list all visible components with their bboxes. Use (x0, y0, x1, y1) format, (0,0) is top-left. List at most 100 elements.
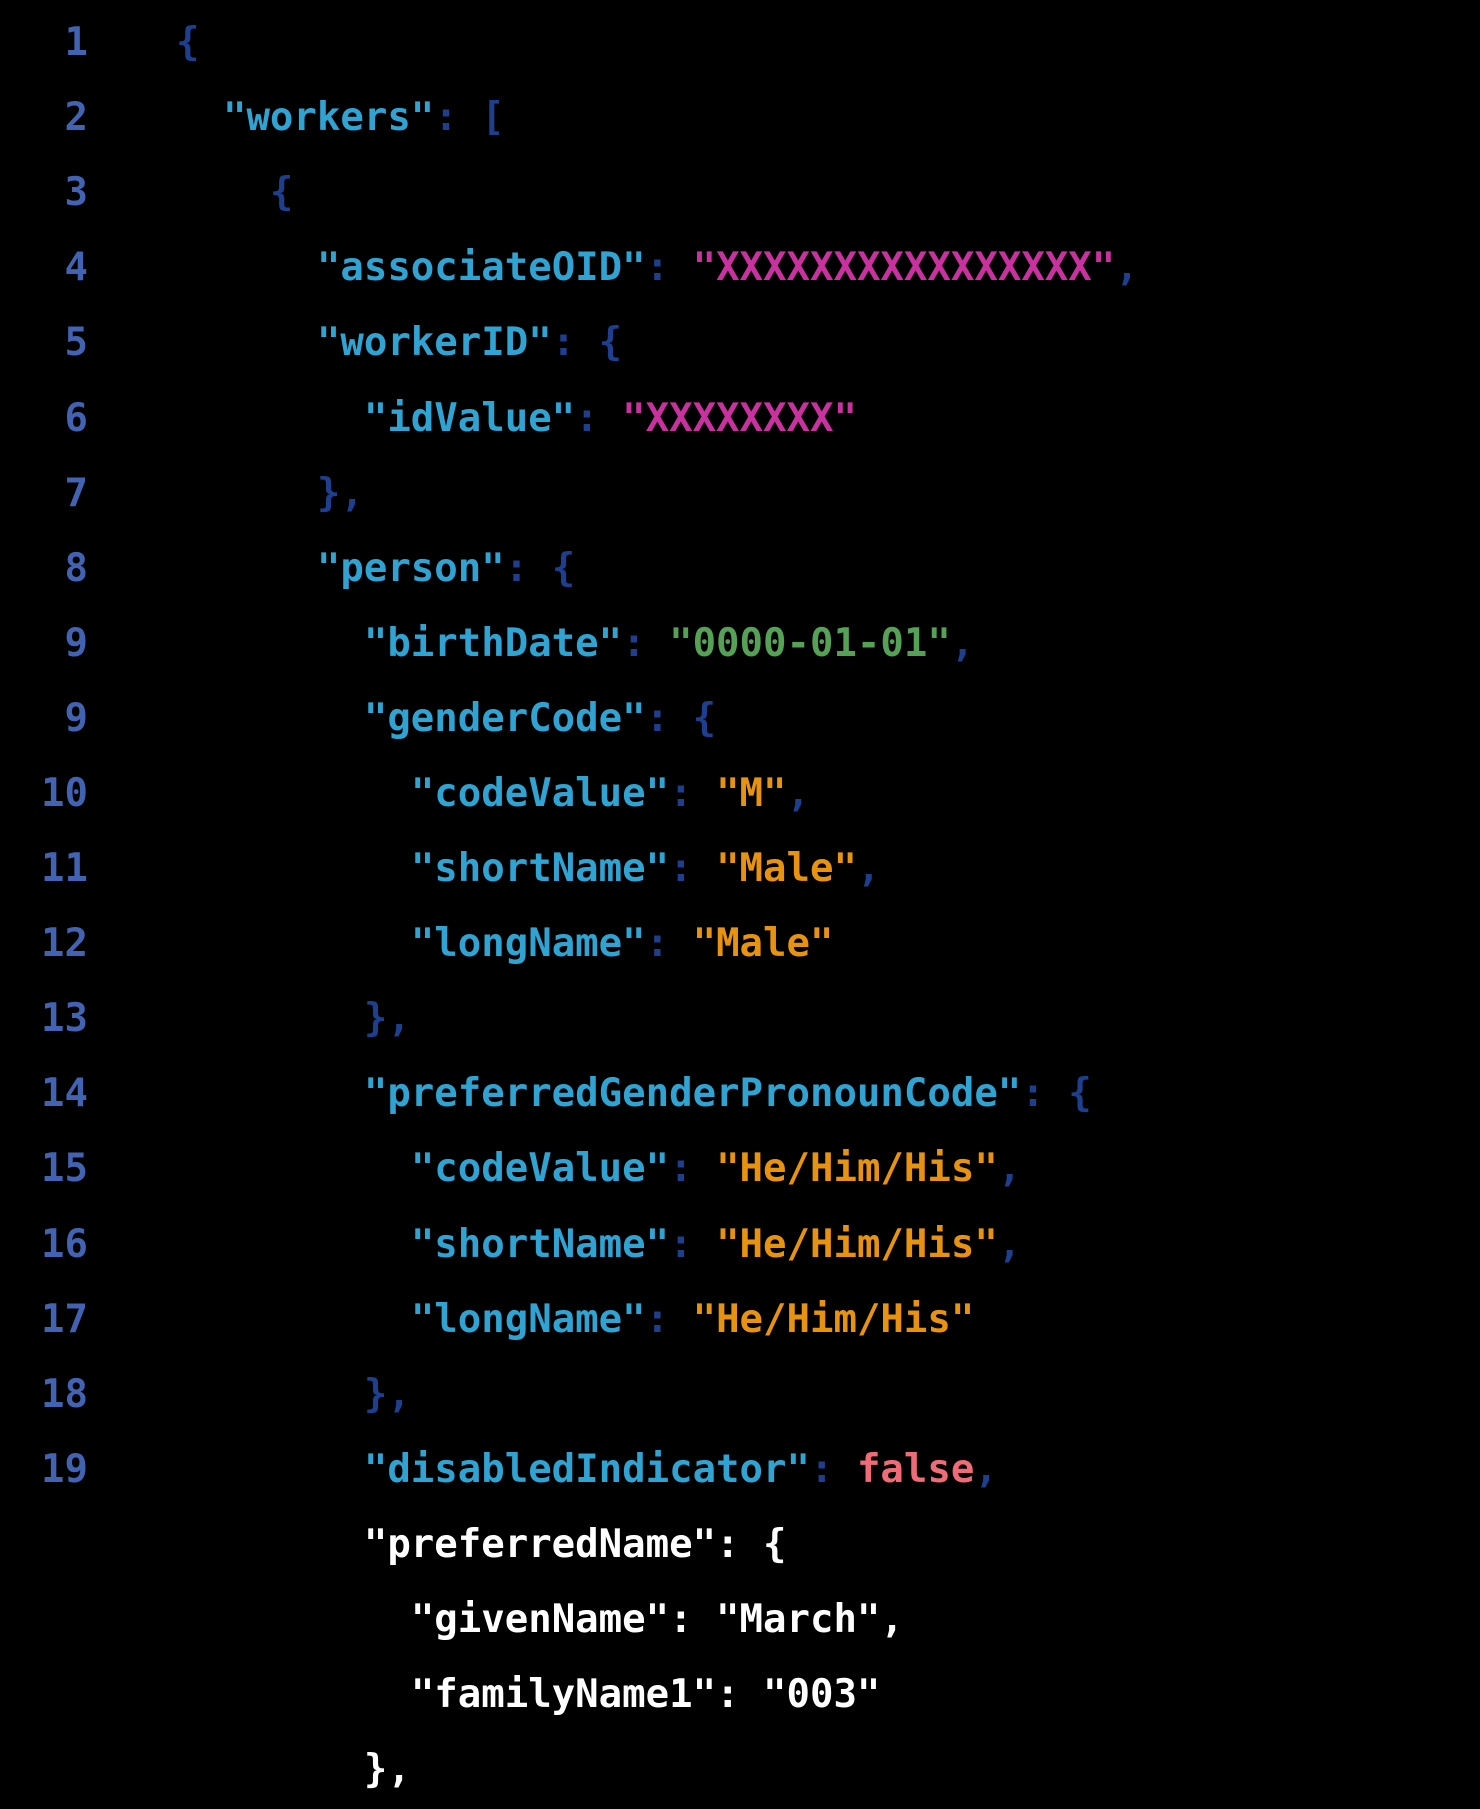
code-line-content: "shortName": "He/Him/His", (176, 1221, 1022, 1267)
code-line-content: "preferredName": { (176, 1522, 787, 1567)
indent (176, 1447, 364, 1492)
line-number: 7 (64, 470, 88, 516)
token-punc: : (575, 395, 623, 441)
token-orange: "He/Him/His" (692, 1296, 975, 1342)
code-line[interactable]: 11 "shortName": "Male", (0, 831, 1480, 906)
token-key: "shortName" (410, 846, 670, 892)
indent (176, 396, 364, 441)
line-number: 16 (41, 1221, 88, 1267)
token-punc: : [ (434, 95, 505, 141)
code-line[interactable]: 16 "shortName": "He/Him/His", (0, 1207, 1480, 1282)
code-line-content: { (176, 170, 293, 215)
code-area: 1{2 "workers": [3 {4 "associateOID": "XX… (0, 5, 1480, 1807)
code-line-content: "disabledIndicator": false, (176, 1447, 998, 1492)
code-line[interactable]: 19 "disabledIndicator": false, (0, 1432, 1480, 1507)
code-line-content: "workerID": { (176, 320, 622, 365)
code-line[interactable]: "familyName1": "003" (0, 1657, 1480, 1732)
token-key: "associateOID" (316, 245, 646, 291)
code-line[interactable]: 1{ (0, 5, 1480, 80)
token-plain: "givenName": "March", (410, 1597, 904, 1643)
line-number: 1 (64, 20, 88, 66)
line-number: 13 (41, 996, 88, 1042)
token-key: "longName" (410, 921, 646, 967)
line-number: 9 (64, 695, 88, 741)
token-green: "0000-01-01" (669, 620, 951, 666)
token-plain: "familyName1": "003" (410, 1672, 881, 1718)
indent (176, 771, 411, 816)
indent (176, 1672, 411, 1717)
code-line[interactable]: 9 "birthDate": "0000-01-01", (0, 606, 1480, 681)
code-line[interactable]: 18 }, (0, 1357, 1480, 1432)
line-number: 10 (41, 770, 88, 816)
token-punc: : (645, 245, 693, 291)
indent (176, 846, 411, 891)
token-punc: : (669, 846, 717, 892)
indent (176, 546, 317, 591)
token-key: "codeValue" (410, 1146, 670, 1192)
token-punc: }, (363, 996, 411, 1042)
code-line[interactable]: }, (0, 1732, 1480, 1807)
line-number: 19 (41, 1446, 88, 1492)
token-punc: , (974, 1446, 998, 1492)
code-line[interactable]: 10 "codeValue": "M", (0, 756, 1480, 831)
code-line[interactable]: 6 "idValue": "XXXXXXXX" (0, 380, 1480, 455)
code-line[interactable]: 4 "associateOID": "XXXXXXXXXXXXXXXX", (0, 230, 1480, 305)
code-line[interactable]: 14 "preferredGenderPronounCode": { (0, 1056, 1480, 1131)
indent (176, 471, 317, 516)
line-number: 18 (41, 1371, 88, 1417)
code-line[interactable]: 5 "workerID": { (0, 305, 1480, 380)
indent (176, 696, 364, 741)
token-punc: , (856, 846, 881, 892)
token-orange: "He/Him/His" (716, 1221, 998, 1267)
token-punc: { (176, 20, 200, 66)
code-line[interactable]: 7 }, (0, 456, 1480, 531)
token-bool: false (856, 1446, 975, 1492)
code-line[interactable]: 8 "person": { (0, 531, 1480, 606)
token-orange: "M" (716, 770, 787, 816)
line-number: 12 (41, 921, 88, 967)
code-line[interactable]: 17 "longName": "He/Him/His" (0, 1282, 1480, 1357)
code-line-content: }, (176, 471, 364, 516)
code-line-content: "genderCode": { (176, 696, 716, 741)
token-punc: : (809, 1446, 857, 1492)
indent (176, 1297, 411, 1342)
code-line[interactable]: 2 "workers": [ (0, 80, 1480, 155)
token-pink: "XXXXXXXX" (622, 395, 857, 441)
code-line-content: "givenName": "March", (176, 1597, 904, 1642)
code-line[interactable]: 3 { (0, 155, 1480, 230)
token-punc: }, (316, 470, 364, 516)
code-line[interactable]: "preferredName": { (0, 1507, 1480, 1582)
token-key: "codeValue" (410, 770, 670, 816)
code-line-content: "associateOID": "XXXXXXXXXXXXXXXX", (176, 245, 1139, 290)
code-line-content: "familyName1": "003" (176, 1672, 881, 1718)
code-line[interactable]: 15 "codeValue": "He/Him/His", (0, 1131, 1480, 1206)
line-number: 11 (41, 846, 88, 892)
token-punc: , (997, 1221, 1022, 1267)
line-number: 4 (64, 245, 88, 291)
code-line-content: "codeValue": "M", (176, 771, 810, 816)
code-line-content: "longName": "Male" (176, 921, 834, 967)
code-line[interactable]: 12 "longName": "Male" (0, 906, 1480, 981)
indent (176, 1222, 411, 1267)
code-line-content: "codeValue": "He/Him/His", (176, 1146, 1022, 1192)
code-line-content: { (176, 20, 199, 65)
token-punc: : { (645, 695, 717, 741)
token-pink: "XXXXXXXXXXXXXXXX" (692, 245, 1116, 291)
token-key: "birthDate" (363, 620, 623, 666)
token-orange: "He/Him/His" (716, 1146, 998, 1192)
token-punc: , (997, 1146, 1022, 1192)
code-line-content: "idValue": "XXXXXXXX" (176, 396, 857, 441)
token-punc: , (786, 770, 810, 816)
code-line[interactable]: "givenName": "March", (0, 1582, 1480, 1657)
code-line-content: "longName": "He/Him/His" (176, 1296, 975, 1342)
code-line[interactable]: 13 }, (0, 981, 1480, 1056)
indent (176, 1146, 411, 1191)
code-line[interactable]: 9 "genderCode": { (0, 681, 1480, 756)
code-line-content: }, (176, 996, 411, 1041)
token-orange: "Male" (716, 846, 857, 892)
indent (176, 1522, 364, 1567)
indent (176, 1597, 411, 1642)
token-punc: , (950, 620, 975, 666)
line-number: 14 (41, 1071, 88, 1117)
